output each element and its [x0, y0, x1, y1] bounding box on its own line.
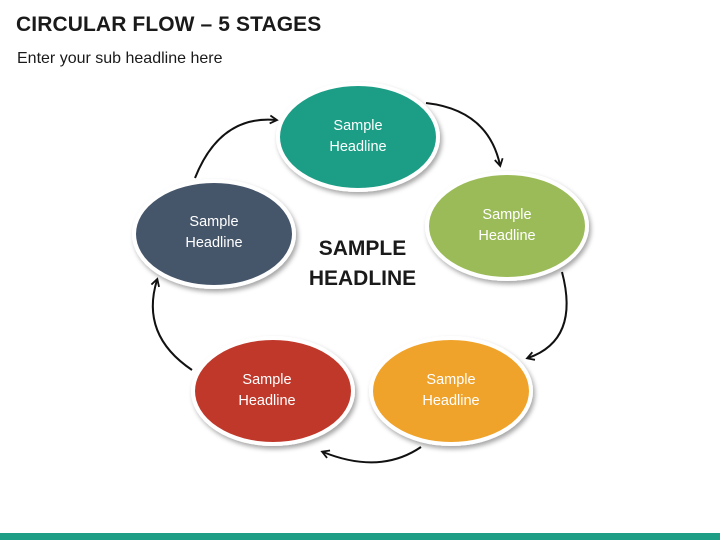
stage-5-label-line2: Headline: [185, 235, 243, 251]
page-title: CIRCULAR FLOW – 5 STAGES: [16, 13, 322, 36]
stage-2-ellipse: [425, 171, 589, 281]
page-subtitle: Enter your sub headline here: [17, 50, 223, 67]
stage-1-ellipse: [276, 82, 440, 192]
stage-1-label-line2: Headline: [329, 139, 387, 155]
stage-3-label-line1: Sample: [426, 372, 476, 388]
flow-arrow-3-to-4: [320, 446, 422, 464]
stage-2-label-line2: Headline: [478, 228, 536, 244]
stage-4-label-line1: Sample: [242, 372, 292, 388]
stage-5-label-line1: Sample: [189, 214, 239, 230]
center-headline-line1: SAMPLE: [318, 237, 407, 260]
center-headline-line2: HEADLINE: [308, 267, 417, 290]
stage-4-label: Sample Headline: [197, 370, 337, 412]
stage-1-label-line1: Sample: [333, 118, 383, 134]
stage-1-label: Sample Headline: [288, 116, 428, 158]
flow-arrow-5-to-1: [194, 114, 279, 179]
footer-accent-bar: [0, 533, 720, 540]
flow-arrow-2-to-3: [525, 271, 568, 361]
stage-3-label-line2: Headline: [422, 393, 480, 409]
stage-2-label-line1: Sample: [482, 207, 532, 223]
flow-arrow-4-to-5: [150, 277, 193, 371]
stage-4-ellipse: [191, 336, 355, 446]
stage-3-label: Sample Headline: [381, 370, 521, 412]
center-headline: SAMPLE HEADLINE: [280, 234, 445, 294]
flow-arrow-1-to-2: [425, 102, 504, 168]
stage-5-label: Sample Headline: [144, 212, 284, 254]
stage-4-label-line2: Headline: [238, 393, 296, 409]
stage-2-label: Sample Headline: [437, 205, 577, 247]
stage-3-ellipse: [369, 336, 533, 446]
stage-5-ellipse: [132, 179, 296, 289]
